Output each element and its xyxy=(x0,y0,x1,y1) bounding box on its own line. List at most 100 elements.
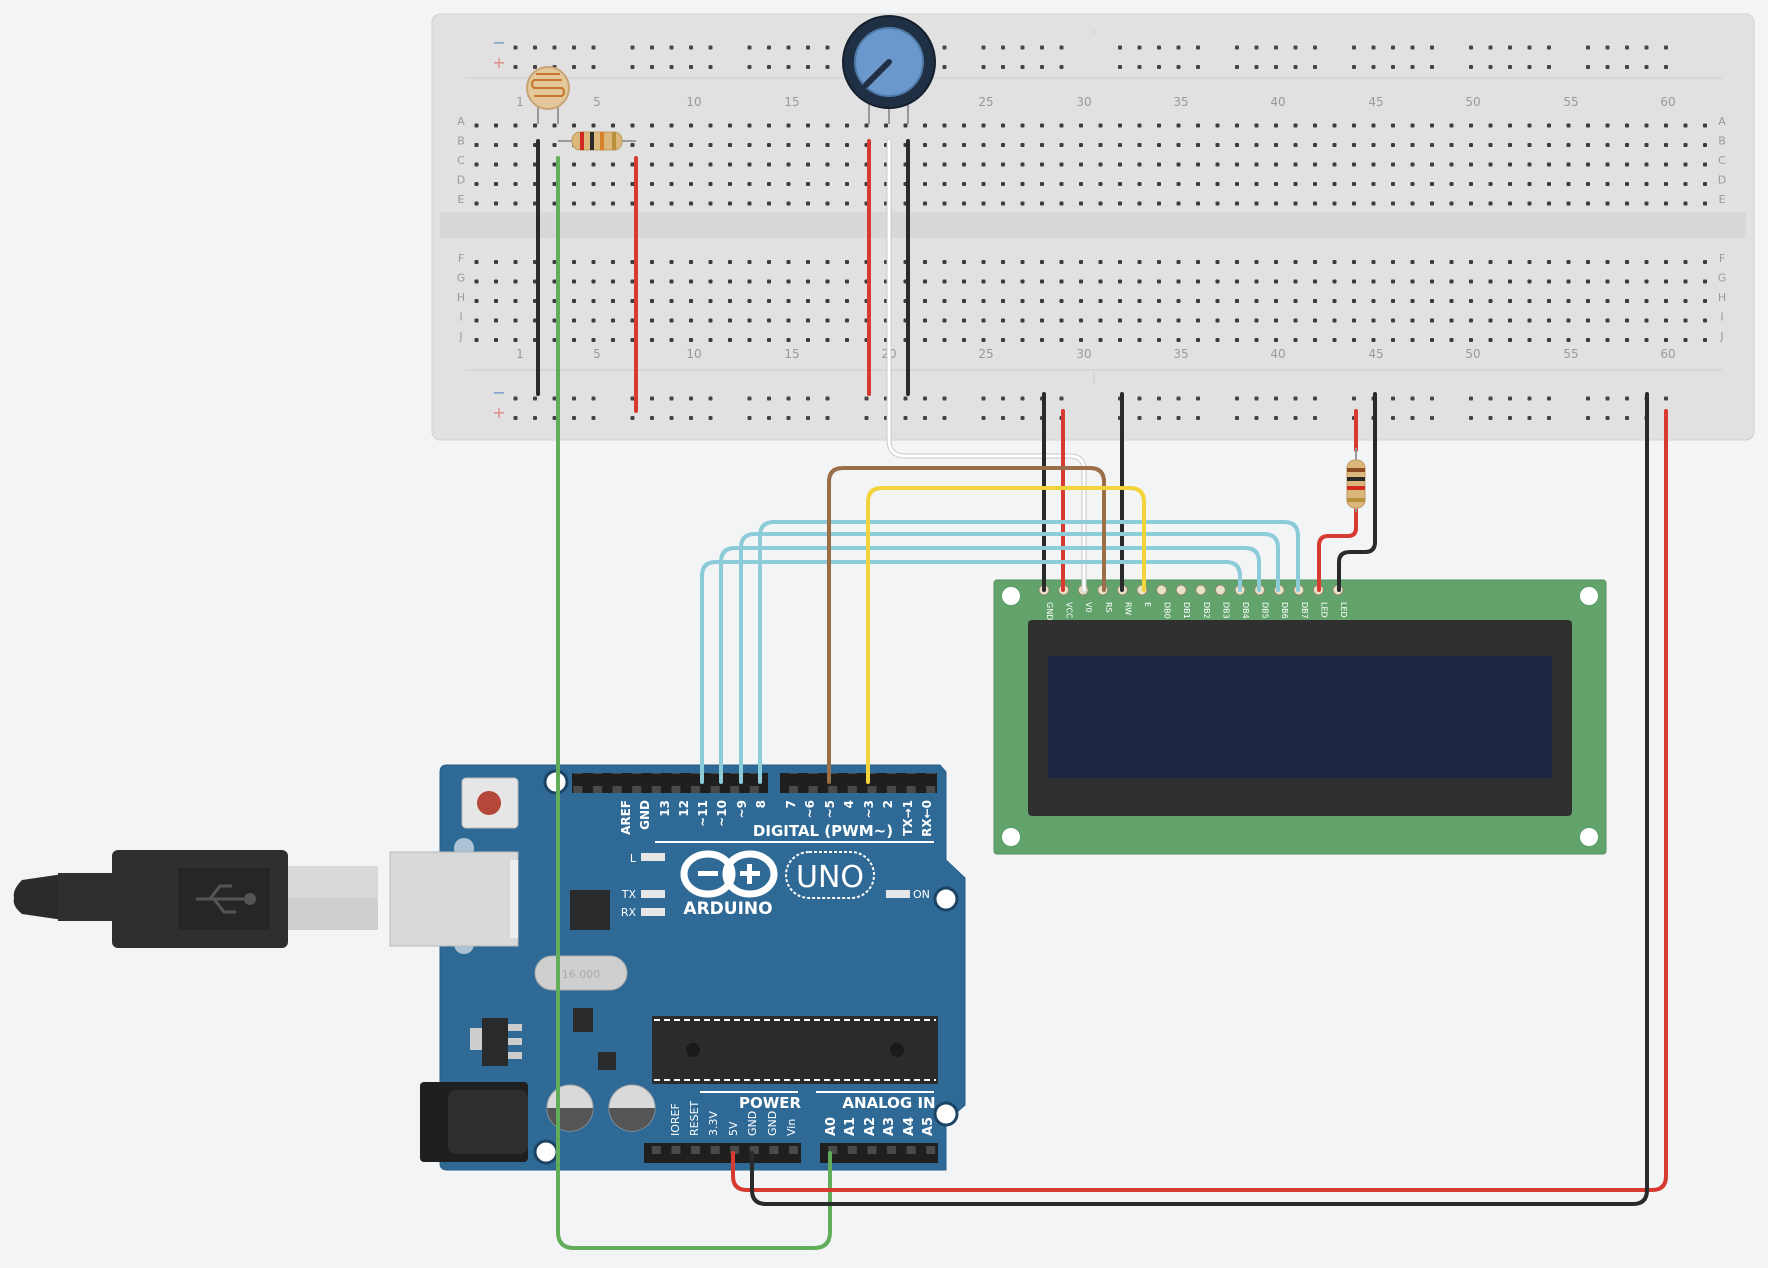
power-pin-labels: IOREF RESET 3.3V 5V GND GND Vin xyxy=(669,1100,798,1136)
wire-blue-d9-db6[interactable] xyxy=(739,532,1280,784)
rail-plus-top: + xyxy=(492,53,505,72)
column-number: 35 xyxy=(1173,347,1188,361)
arduino-logo xyxy=(680,850,778,898)
column-number: 30 xyxy=(1076,347,1091,361)
rail-plus-bottom: + xyxy=(492,403,505,422)
column-number: 40 xyxy=(1270,347,1285,361)
analog-header-label: ANALOG IN xyxy=(842,1094,935,1112)
digital-pin-label: 7 xyxy=(784,800,798,808)
lcd-pin[interactable] xyxy=(1195,584,1207,596)
power-pin-label: 3.3V xyxy=(707,1111,720,1136)
power-pin-label: GND xyxy=(746,1111,759,1136)
resistor-10k[interactable] xyxy=(558,131,636,151)
lcd-screen xyxy=(1048,656,1552,778)
row-letter: A xyxy=(457,115,465,128)
row-letter: H xyxy=(1718,291,1726,304)
digital-pin-label: AREF xyxy=(619,800,633,835)
column-number: 10 xyxy=(686,347,701,361)
uno-text: UNO xyxy=(796,860,864,895)
digital-pin-label: ~11 xyxy=(696,800,710,827)
column-number: 50 xyxy=(1465,95,1480,109)
row-letter: I xyxy=(1720,311,1723,324)
row-letter: J xyxy=(458,330,462,343)
lcd-pin-label: DB7 xyxy=(1300,602,1309,619)
reset-button[interactable] xyxy=(477,791,501,815)
digital-pin-label: ~5 xyxy=(823,800,837,818)
lcd-pin-label: DB5 xyxy=(1261,602,1270,619)
row-letter: F xyxy=(1719,252,1725,265)
wire-black-led-gnd[interactable] xyxy=(1337,392,1377,592)
column-number: 10 xyxy=(686,95,701,109)
wire-green-ldr-a0[interactable] xyxy=(556,156,832,1250)
digital-pin-label: 2 xyxy=(881,800,895,808)
column-number: 15 xyxy=(784,347,799,361)
row-letter: B xyxy=(1718,135,1726,148)
lcd-pin-label: RW xyxy=(1123,602,1132,615)
column-number: 40 xyxy=(1270,95,1285,109)
power-header-label: POWER xyxy=(739,1094,802,1112)
analog-pin-label: A2 xyxy=(863,1117,878,1136)
column-number: 35 xyxy=(1173,95,1188,109)
led-on-label: ON xyxy=(913,888,930,901)
row-letter: G xyxy=(1718,272,1727,285)
photoresistor[interactable] xyxy=(526,66,570,124)
column-number: 15 xyxy=(784,95,799,109)
column-number: 45 xyxy=(1368,347,1383,361)
digital-pin-label: 12 xyxy=(677,800,691,817)
lcd-pin-label: LED xyxy=(1339,602,1348,618)
resistor-backlight[interactable] xyxy=(1346,448,1366,512)
digital-pin-label: TX→1 xyxy=(901,800,915,836)
row-letter: C xyxy=(457,154,465,167)
row-letter: D xyxy=(1718,174,1726,187)
lcd-pin-label: RS xyxy=(1104,602,1113,613)
wire-brown-d5-rs[interactable] xyxy=(827,466,1106,784)
power-pin-label: Vin xyxy=(785,1119,798,1136)
lcd-pin-label: VCC xyxy=(1065,602,1074,619)
usb-cable xyxy=(13,850,378,948)
column-number: 1 xyxy=(516,95,524,109)
column-number: 5 xyxy=(593,95,601,109)
wire-yellow-d3-e[interactable] xyxy=(866,486,1146,784)
lcd-pin-label: E xyxy=(1143,602,1152,607)
led-tx-label: TX xyxy=(621,888,637,901)
digital-pin-label: ~3 xyxy=(862,800,876,818)
digital-pin-label: ~9 xyxy=(735,800,749,818)
column-number: 60 xyxy=(1660,347,1675,361)
digital-pin-label: GND xyxy=(638,800,652,830)
lcd-pin-label: DB4 xyxy=(1241,602,1250,619)
row-letter: E xyxy=(1719,193,1726,206)
lcd-pin-label: DB6 xyxy=(1280,602,1289,619)
digital-pin-label: 4 xyxy=(842,800,856,808)
analog-pin-label: A1 xyxy=(843,1117,858,1136)
power-pin-label: IOREF xyxy=(669,1103,682,1136)
lcd-pin-label: GND xyxy=(1045,602,1054,620)
wire-red-5v-rail[interactable] xyxy=(731,409,1668,1192)
power-pin-label: RESET xyxy=(688,1100,701,1136)
column-number: 55 xyxy=(1563,95,1578,109)
row-letter: F xyxy=(458,252,464,265)
wire-blue-d11-db4[interactable] xyxy=(700,560,1242,784)
wire-blue-d10-db5[interactable] xyxy=(719,546,1261,784)
lcd-pin[interactable] xyxy=(1175,584,1187,596)
row-letter: G xyxy=(457,272,466,285)
arduino-logo-text: ARDUINO xyxy=(683,899,772,919)
column-number: 25 xyxy=(978,95,993,109)
potentiometer[interactable] xyxy=(842,15,936,124)
wire-blue-d8-db7[interactable] xyxy=(758,520,1300,784)
digital-pin-label: ~6 xyxy=(803,800,817,818)
lcd-pin[interactable] xyxy=(1156,584,1168,596)
power-pin-label: GND xyxy=(766,1111,779,1136)
lcd-pin[interactable] xyxy=(1214,584,1226,596)
wire-black-gnd-rail[interactable] xyxy=(750,392,1649,1206)
column-number: 5 xyxy=(593,347,601,361)
power-pin-label: 5V xyxy=(727,1121,740,1136)
column-number: 30 xyxy=(1076,95,1091,109)
row-letter: I xyxy=(459,311,462,324)
column-number: 1 xyxy=(516,347,524,361)
